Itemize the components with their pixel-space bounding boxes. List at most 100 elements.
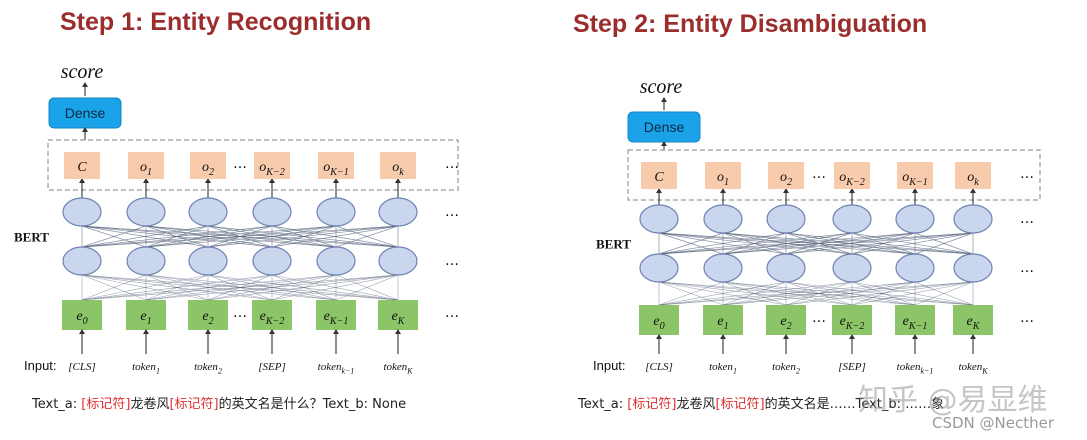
node-connection [851,232,974,255]
output-arrow-head [720,188,726,193]
token-label-0: [CLS] [68,361,96,373]
output-arrow-head [849,188,855,193]
token-label-3: [SEP] [258,361,286,373]
embed-connection [658,281,724,306]
token-label-5: tokenK [958,361,988,375]
embed-connection [81,274,147,301]
embedding-box-4 [895,305,935,335]
bert-node [62,197,102,227]
output-arrow-head [143,178,149,183]
node-connection [207,225,399,248]
right-ellipsis: … [445,156,459,172]
node-connection [81,225,273,248]
token-label-2: token2 [194,361,222,375]
embedding-box-2 [188,300,228,330]
token-arrow-head [205,329,211,334]
output-box-1 [128,152,164,179]
embedding-box-2 [766,305,806,335]
embed-connection [81,274,399,301]
embed-connection [271,274,399,301]
right-ellipsis: … [1020,310,1034,326]
output-label-0: C [77,160,87,175]
embed-connection [785,281,974,306]
node-connection [335,225,399,248]
embed-connection [658,281,787,306]
dense-arrow-head [82,127,88,132]
output-arrow-head [656,188,662,193]
dense-label: Dense [644,119,685,135]
node-connection [81,225,209,248]
bert-node [316,246,356,276]
output-arrow-head [269,178,275,183]
embedding-label-1: e1 [717,314,728,332]
bert-connections [658,232,974,306]
token-label-5: tokenK [383,361,413,375]
embed-connection [722,281,974,306]
csdn-watermark: CSDN @Necther [932,414,1055,432]
score-arrow-head [82,82,88,87]
embedding-box-5 [953,305,993,335]
output-label-4: oK−1 [902,170,928,188]
output-arrow-head [395,178,401,183]
embedding-label-2: e2 [780,314,791,332]
token-arrow-head [333,329,339,334]
output-label-4: oK−1 [323,160,349,178]
output-box-0 [641,162,677,189]
token-arrow-head [912,334,918,339]
zhihu-watermark: 知乎 @易显维 [858,383,1048,418]
caption: Text_a: [标记符]龙卷风[标记符]的英文名是什么？Text_b: Non… [31,396,406,412]
bert-node [62,246,102,276]
right-ellipsis: … [445,204,459,220]
embedding-box-4 [316,300,356,330]
output-label-2: o2 [780,170,792,188]
embedding-box-0 [639,305,679,335]
output-box-4 [897,162,933,189]
token-label-1: token1 [709,361,737,375]
token-arrow-head [143,329,149,334]
node-connection [658,232,787,255]
token-arrow-head [395,329,401,334]
bert-node [832,204,872,234]
token-arrow-head [783,334,789,339]
node-connection [658,232,724,255]
embed-connection [81,274,337,301]
bert-connections [81,225,399,301]
node-connection [81,225,399,248]
embed-connection [335,274,399,301]
output-label-1: o1 [140,160,152,178]
output-box-3 [834,162,870,189]
step1-title: Step 1: Entity Recognition [60,8,372,36]
bert-node [766,204,806,234]
embedding-label-3: eK−2 [840,314,865,332]
output-box-5 [380,152,416,179]
score-label: score [61,61,104,83]
node-connection [851,232,916,255]
token-label-4: tokenk−1 [318,361,355,375]
node-connection [914,232,974,255]
embedding-box-1 [126,300,166,330]
output-box-5 [955,162,991,189]
node-connection [271,225,399,248]
output-label-0: C [654,170,664,185]
output-arrow-head [79,178,85,183]
token-label-2: token2 [772,361,800,375]
token-label-0: [CLS] [645,361,673,373]
embedding-box-0 [62,300,102,330]
node-connection [81,225,147,248]
embedding-label-5: eK [392,309,406,327]
embed-connection [914,281,974,306]
embedding-label-2: e2 [202,309,213,327]
token-label-3: [SEP] [838,361,866,373]
bert-label: BERT [596,237,631,252]
output-label-3: oK−2 [259,160,285,178]
output-label-1: o1 [717,170,729,188]
node-connection [145,225,399,248]
embedding-label-0: e0 [653,314,664,332]
node-connection [81,225,337,248]
output-container [47,139,459,191]
embed-connection [81,274,209,301]
bert-node [316,197,356,227]
node-connection [658,232,853,255]
